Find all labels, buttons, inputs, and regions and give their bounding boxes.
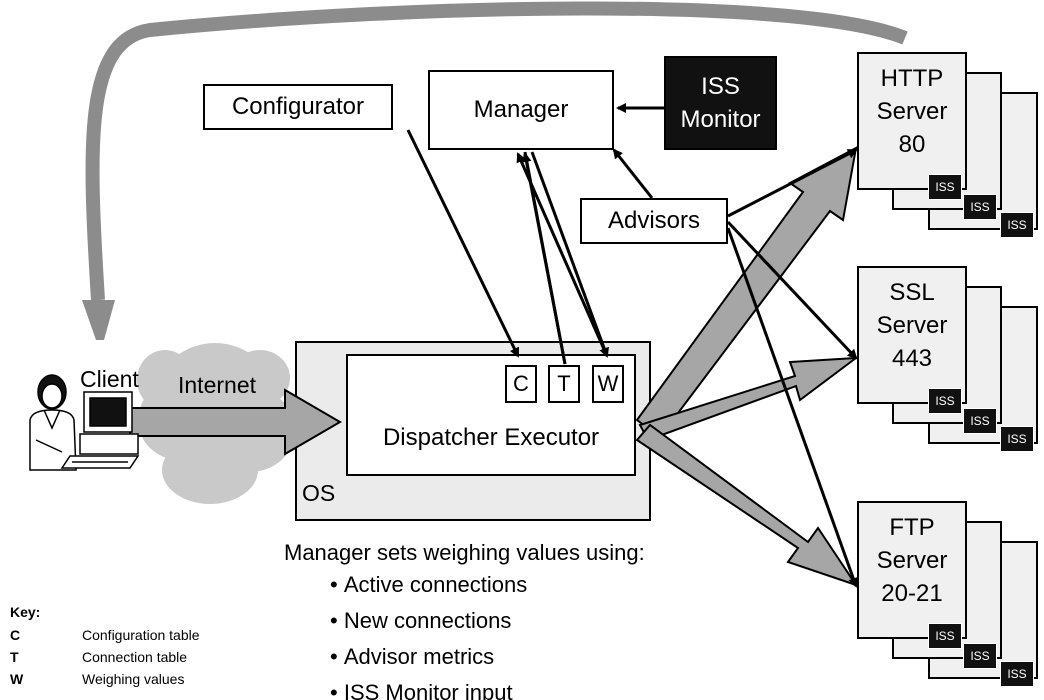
ftp-line-2: Server bbox=[876, 547, 948, 574]
ssl-iss-badge-1: ISS bbox=[928, 388, 962, 414]
table-w: W bbox=[592, 365, 624, 403]
key-code: C bbox=[10, 627, 21, 643]
key-code: W bbox=[10, 671, 24, 687]
table-t: T bbox=[548, 365, 580, 403]
ftp-iss-badge-1: ISS bbox=[928, 623, 962, 649]
ssl-line-2: Server bbox=[876, 312, 948, 339]
ssl-line-3: 443 bbox=[891, 345, 933, 372]
http-line-1: HTTP bbox=[880, 65, 944, 92]
manager-note-list: Active connections New connections Advis… bbox=[330, 572, 527, 700]
client-dispatcher-arrow bbox=[129, 388, 342, 456]
ssl-line-1: SSL bbox=[889, 279, 935, 306]
key-legend: Key: C Configuration table T Connection … bbox=[10, 604, 240, 694]
key-desc: Configuration table bbox=[82, 627, 200, 643]
ssl-iss-badge-2: ISS bbox=[963, 408, 997, 434]
http-iss-badge-2: ISS bbox=[963, 194, 997, 220]
arrow-to-ftp bbox=[635, 423, 859, 587]
advisors-box: Advisors bbox=[580, 198, 728, 244]
manager-note-item: New connections bbox=[330, 608, 527, 644]
ftp-iss-badge-2: ISS bbox=[963, 643, 997, 669]
http-iss-badge-1: ISS bbox=[928, 174, 962, 200]
ftp-line-3: 20-21 bbox=[881, 580, 943, 607]
internet-label: Internet bbox=[178, 372, 256, 398]
os-label: OS bbox=[302, 480, 336, 506]
ssl-iss-badge-3: ISS bbox=[1000, 426, 1034, 452]
feedback-arrowhead bbox=[82, 300, 115, 340]
iss-monitor-label: ISS Monitor bbox=[680, 73, 761, 133]
key-desc: Weighing values bbox=[82, 671, 185, 687]
manager-box: Manager bbox=[428, 70, 614, 150]
iss-monitor-box: ISS Monitor bbox=[664, 56, 777, 150]
dispatcher-label: Dispatcher Executor bbox=[382, 424, 600, 451]
key-code: T bbox=[10, 649, 19, 665]
configurator-box: Configurator bbox=[203, 84, 393, 130]
http-server-front: HTTP Server 80 bbox=[857, 52, 967, 190]
ftp-server-front: FTP Server 20-21 bbox=[857, 501, 967, 639]
ssl-server-front: SSL Server 443 bbox=[857, 266, 967, 404]
key-title: Key: bbox=[10, 604, 41, 620]
manager-note-item: ISS Monitor input bbox=[330, 680, 527, 700]
manager-note-item: Advisor metrics bbox=[330, 644, 527, 680]
feedback-arrow bbox=[85, 1, 908, 301]
client-label: Client bbox=[80, 366, 139, 392]
http-line-2: Server bbox=[876, 98, 948, 125]
http-iss-badge-3: ISS bbox=[1000, 212, 1034, 238]
http-line-3: 80 bbox=[898, 131, 926, 158]
table-c: C bbox=[505, 365, 537, 403]
ftp-iss-badge-3: ISS bbox=[1000, 661, 1034, 687]
manager-note-item: Active connections bbox=[330, 572, 527, 608]
manager-note-heading: Manager sets weighing values using: bbox=[284, 540, 645, 565]
dispatcher-executor-box: Dispatcher Executor bbox=[346, 354, 636, 476]
key-desc: Connection table bbox=[82, 649, 188, 665]
ftp-line-1: FTP bbox=[889, 514, 935, 541]
